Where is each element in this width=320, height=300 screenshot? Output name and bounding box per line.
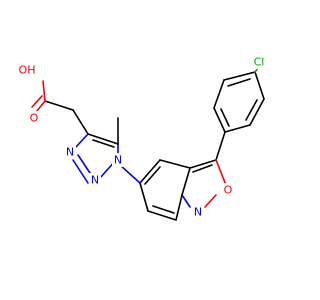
bond-o-n <box>204 194 217 208</box>
bond-n-c7a <box>181 194 191 208</box>
bond-ph-1 <box>254 71 265 100</box>
bond-ph-6 <box>223 71 256 81</box>
isoxazole-oxygen-atom: O <box>224 184 233 197</box>
triazole-n1-atom: N <box>114 154 122 167</box>
bond-c5-n1 <box>119 164 141 184</box>
atom-labels: Cl OH O N N N O N <box>15 55 268 219</box>
bond-ch2-cooh <box>44 100 74 111</box>
bond-c-o-double-inner <box>31 95 43 108</box>
bond-c4-c5-inner <box>144 166 161 185</box>
triazole-n3-atom: N <box>66 146 74 159</box>
bond-ph-5 <box>213 79 225 109</box>
bond-c4-c5t-inner <box>92 139 115 148</box>
bond-c3a-c7a <box>181 167 191 196</box>
bond-c3-o <box>215 159 227 186</box>
triazole-n2-atom: N <box>91 174 99 187</box>
bond-ph-2-inner <box>245 99 258 121</box>
bond-ph-4-inner <box>220 108 230 127</box>
bond-c7-c7a <box>175 194 183 221</box>
molecule-structure: Cl OH O N N N O N <box>15 55 268 221</box>
bond-n2-n3-inner <box>72 159 89 184</box>
carbonyl-oxygen-atom: O <box>30 112 39 125</box>
bond-ph-6-inner <box>227 78 251 87</box>
bond-c5-c6 <box>139 182 149 212</box>
hydroxyl-atom: OH <box>19 64 36 77</box>
bonds <box>31 67 265 221</box>
bond-n2-n3 <box>77 154 93 177</box>
bond-c4-c5 <box>139 159 161 184</box>
bond-c-oh <box>42 80 46 102</box>
bond-c3-c3a-inner <box>192 164 213 173</box>
bond-c3a-c4 <box>159 159 191 169</box>
isoxazole-nitrogen-atom: N <box>194 206 202 219</box>
bond-ph-2 <box>249 98 265 126</box>
bond-c-o-double <box>35 100 46 113</box>
chlorine-atom: Cl <box>254 56 265 69</box>
bond-c3-c3a <box>189 159 217 169</box>
bond-ph-4 <box>213 107 226 133</box>
bond-c4-c5t <box>87 133 119 145</box>
bond-c4-ch2 <box>72 109 89 135</box>
bond-c6-c7 <box>147 210 177 221</box>
bond-ph-c3 <box>215 131 226 161</box>
bond-c6-c7-inner <box>152 205 175 214</box>
bond-ph-3 <box>224 124 251 133</box>
bond-n3-c4 <box>74 133 89 149</box>
